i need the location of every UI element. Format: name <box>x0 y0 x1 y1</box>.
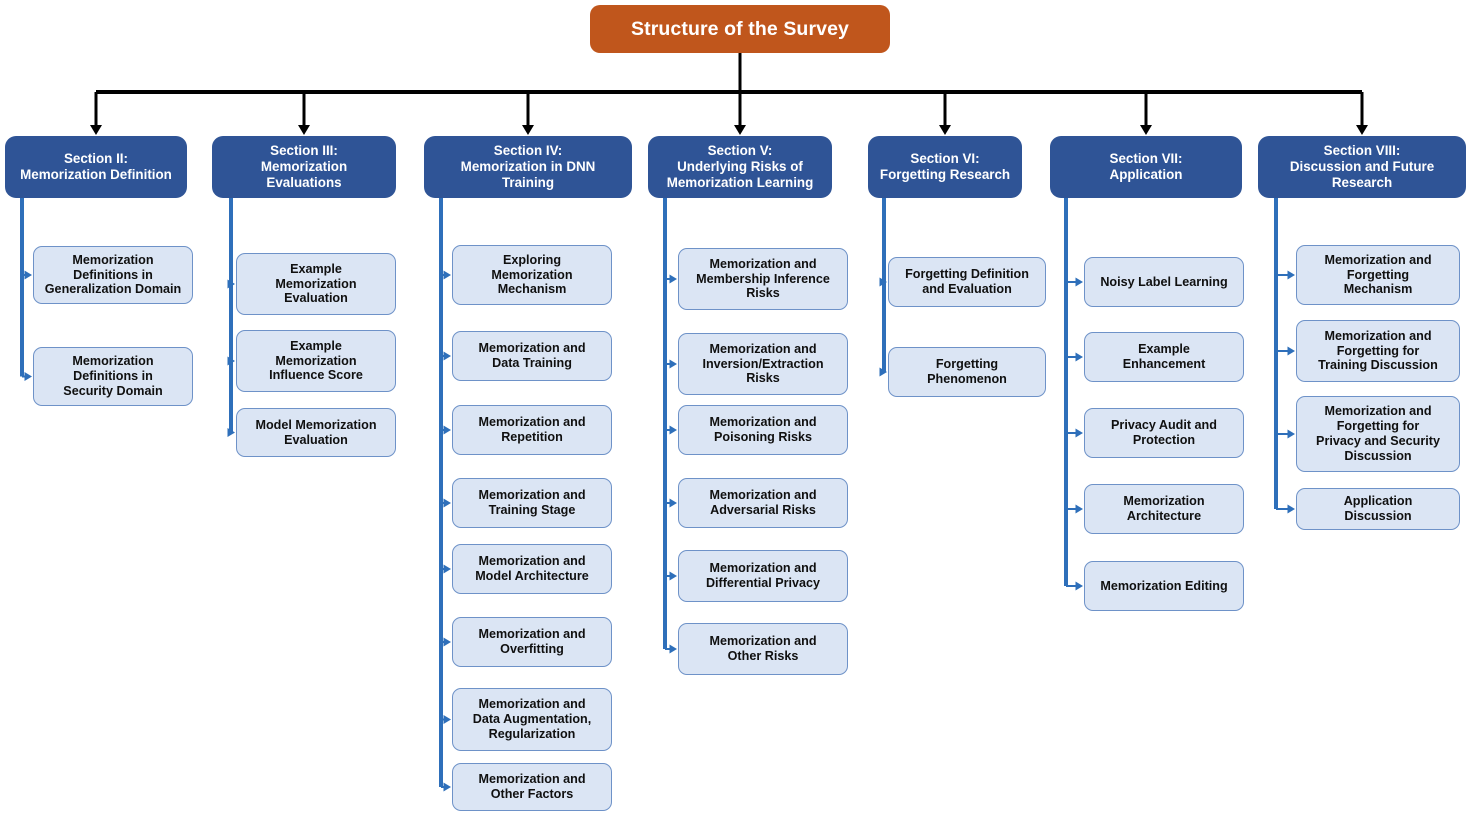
section-drop-arrow <box>522 125 534 135</box>
section-drop-arrow <box>939 125 951 135</box>
child-connector-arrow <box>1075 504 1083 514</box>
section-header-section-3[interactable]: Section III: Memorization Evaluations <box>212 136 396 198</box>
child-connector-arrow <box>879 367 887 377</box>
leaf-node[interactable]: Memorization and Inversion/Extraction Ri… <box>678 333 848 395</box>
leaf-node[interactable]: Example Enhancement <box>1084 332 1244 382</box>
leaf-node[interactable]: Forgetting Definition and Evaluation <box>888 257 1046 307</box>
child-connector-arrow <box>1075 581 1083 591</box>
leaf-node[interactable]: Memorization and Adversarial Risks <box>678 478 848 528</box>
leaf-node[interactable]: Memorization and Poisoning Risks <box>678 405 848 455</box>
leaf-node[interactable]: Memorization and Forgetting for Privacy … <box>1296 396 1460 472</box>
leaf-node[interactable]: Forgetting Phenomenon <box>888 347 1046 397</box>
child-connector-arrow <box>669 644 677 654</box>
leaf-node[interactable]: Memorization and Other Factors <box>452 763 612 811</box>
leaf-node[interactable]: Memorization Definitions in Generalizati… <box>33 246 193 304</box>
leaf-node[interactable]: Model Memorization Evaluation <box>236 408 396 457</box>
child-connector-arrow <box>24 270 32 280</box>
child-connector-arrow <box>1287 270 1295 280</box>
child-connector-arrow <box>669 571 677 581</box>
child-connector-arrow <box>443 270 451 280</box>
leaf-node[interactable]: Privacy Audit and Protection <box>1084 408 1244 458</box>
leaf-node[interactable]: Memorization and Repetition <box>452 405 612 455</box>
leaf-node[interactable]: Memorization and Forgetting Mechanism <box>1296 245 1460 305</box>
leaf-node[interactable]: Memorization and Data Training <box>452 331 612 381</box>
leaf-node[interactable]: Memorization Architecture <box>1084 484 1244 534</box>
child-connector-arrow <box>1287 346 1295 356</box>
child-connector-arrow <box>443 782 451 792</box>
child-connector-arrow <box>227 279 235 289</box>
child-connector-arrow <box>443 351 451 361</box>
section-header-section-2[interactable]: Section II: Memorization Definition <box>5 136 187 198</box>
child-connector-arrow <box>669 498 677 508</box>
section-header-section-7[interactable]: Section VII: Application <box>1050 136 1242 198</box>
child-connector-arrow <box>669 425 677 435</box>
leaf-node[interactable]: Memorization and Differential Privacy <box>678 550 848 602</box>
leaf-node[interactable]: Memorization and Membership Inference Ri… <box>678 248 848 310</box>
leaf-node[interactable]: Memorization and Forgetting for Training… <box>1296 320 1460 382</box>
section-drop-arrow <box>734 125 746 135</box>
child-connector-arrow <box>669 359 677 369</box>
leaf-node[interactable]: Exploring Memorization Mechanism <box>452 245 612 305</box>
child-connector-arrow <box>879 277 887 287</box>
leaf-node[interactable]: Example Memorization Influence Score <box>236 330 396 392</box>
child-connector-arrow <box>227 356 235 366</box>
leaf-node[interactable]: Memorization and Overfitting <box>452 617 612 667</box>
child-connector-arrow <box>443 637 451 647</box>
section-drop-arrow <box>1140 125 1152 135</box>
section-header-section-8[interactable]: Section VIII: Discussion and Future Rese… <box>1258 136 1466 198</box>
child-connector-arrow <box>443 715 451 724</box>
leaf-node[interactable]: Application Discussion <box>1296 488 1460 530</box>
section-header-section-5[interactable]: Section V: Underlying Risks of Memorizat… <box>648 136 832 198</box>
child-connector-arrow <box>443 498 451 508</box>
leaf-node[interactable]: Memorization Editing <box>1084 561 1244 611</box>
leaf-node[interactable]: Example Memorization Evaluation <box>236 253 396 315</box>
child-connector-arrow <box>1287 504 1295 514</box>
section-drop-arrow <box>1356 125 1368 135</box>
leaf-node[interactable]: Noisy Label Learning <box>1084 257 1244 307</box>
leaf-node[interactable]: Memorization and Data Augmentation, Regu… <box>452 688 612 751</box>
child-connector-arrow <box>1075 428 1083 438</box>
child-connector-arrow <box>24 372 32 381</box>
section-drop-arrow <box>298 125 310 135</box>
child-connector-arrow <box>443 425 451 435</box>
section-header-section-4[interactable]: Section IV: Memorization in DNN Training <box>424 136 632 198</box>
child-connector-arrow <box>1075 277 1083 287</box>
leaf-node[interactable]: Memorization and Model Architecture <box>452 544 612 594</box>
child-connector-arrow <box>1075 352 1083 362</box>
section-drop-arrow <box>90 125 102 135</box>
leaf-node[interactable]: Memorization Definitions in Security Dom… <box>33 347 193 406</box>
leaf-node[interactable]: Memorization and Other Risks <box>678 623 848 675</box>
leaf-node[interactable]: Memorization and Training Stage <box>452 478 612 528</box>
child-connector-arrow <box>443 564 451 574</box>
section-header-section-6[interactable]: Section VI: Forgetting Research <box>868 136 1022 198</box>
child-connector-arrow <box>669 274 677 284</box>
child-connector-arrow <box>227 428 235 437</box>
root-node[interactable]: Structure of the Survey <box>590 5 890 53</box>
child-connector-arrow <box>1287 429 1295 439</box>
